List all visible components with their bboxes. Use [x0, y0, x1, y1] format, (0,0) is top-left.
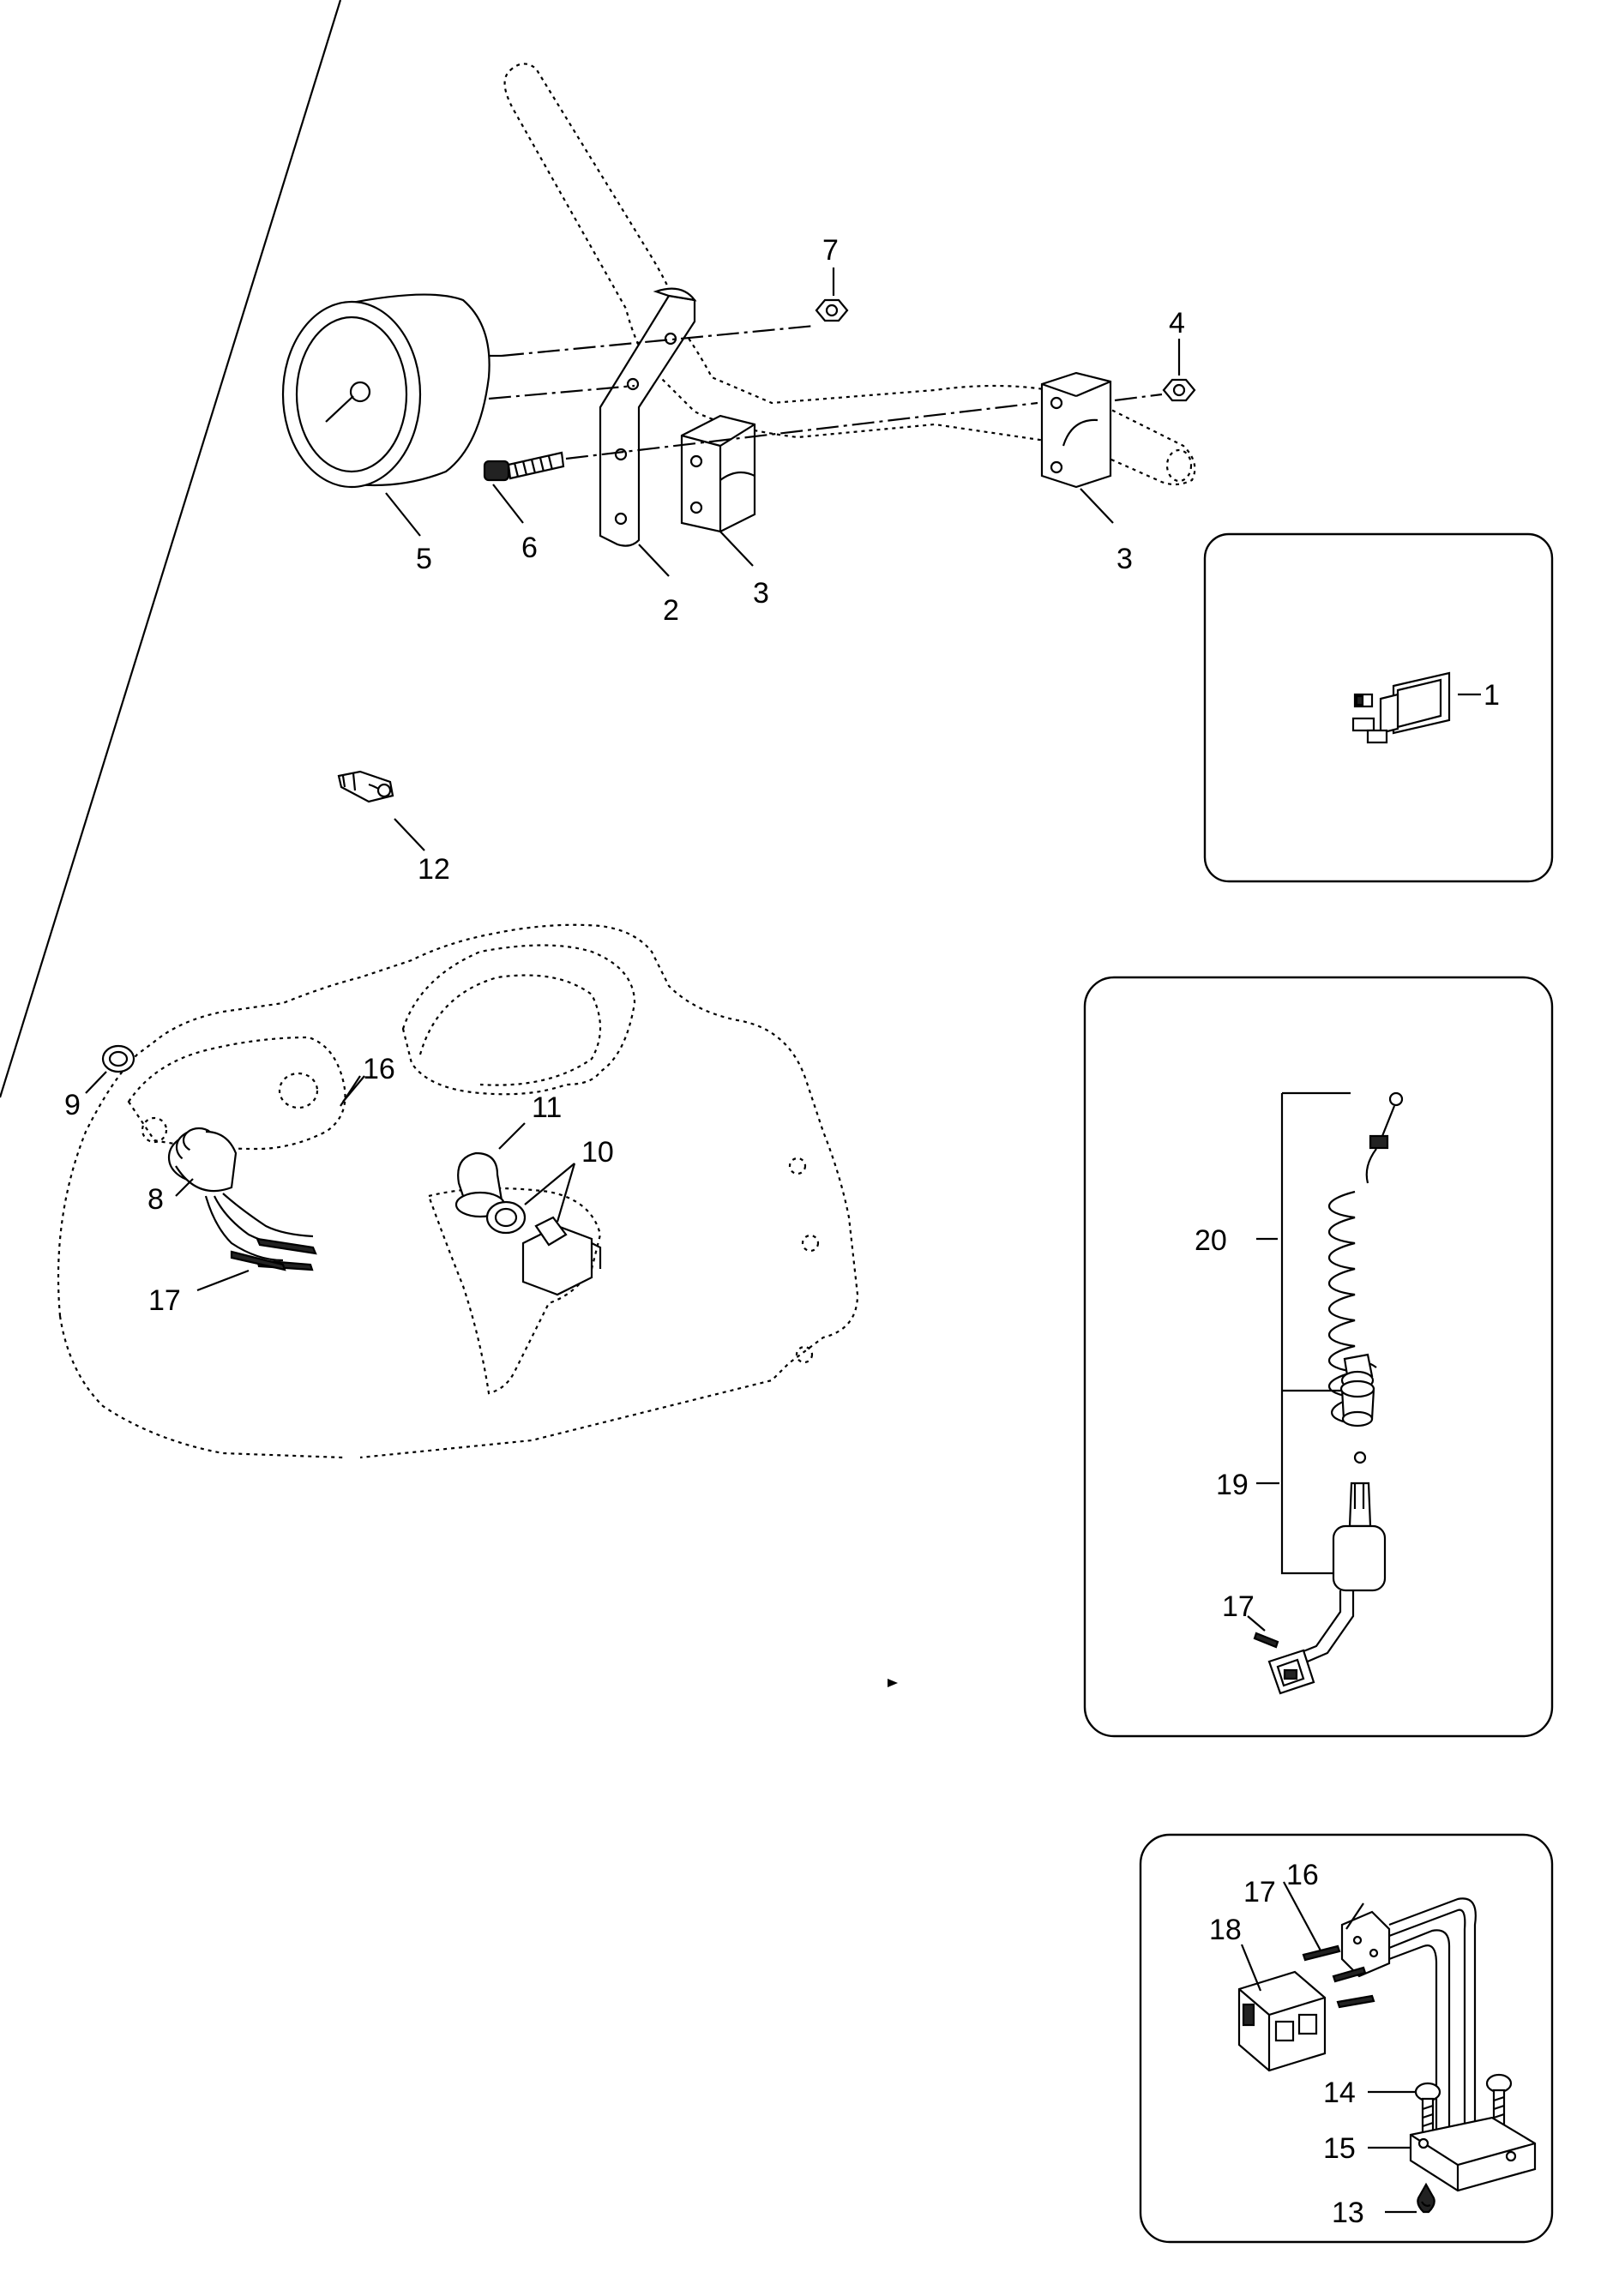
- callout-10: 10: [581, 1136, 614, 1169]
- callout-20: 20: [1195, 1224, 1227, 1257]
- lanyard-part-19: [1267, 1379, 1387, 1695]
- screw-part-6: [483, 451, 565, 482]
- handlebar-assembly: [281, 63, 1196, 547]
- callout-3a: 3: [753, 577, 769, 610]
- callout-17c: 17: [1243, 1876, 1276, 1908]
- nut-part-4: [1162, 378, 1196, 402]
- callout-16a: 16: [363, 1053, 395, 1085]
- inset-box-lanyard: [1083, 976, 1554, 1738]
- callout-1: 1: [1484, 679, 1500, 712]
- inset-box-part-1: [1203, 532, 1554, 883]
- callout-3b: 3: [1116, 543, 1133, 575]
- callout-15: 15: [1323, 2132, 1356, 2165]
- callout-9: 9: [64, 1089, 81, 1121]
- console-panel-phantom: [57, 923, 859, 1459]
- clamp-block-part-3a: [680, 414, 756, 533]
- callout-13: 13: [1332, 2197, 1364, 2229]
- callout-14: 14: [1323, 2077, 1356, 2109]
- ignition-switch-part-8: [167, 1127, 317, 1271]
- plug-part-16: [1340, 1910, 1391, 1978]
- bulb-part-12: [337, 770, 394, 803]
- callout-5: 5: [416, 543, 432, 575]
- nut-part-7: [815, 298, 849, 322]
- callout-4: 4: [1169, 307, 1185, 340]
- regulator-part-15: [1409, 2116, 1537, 2192]
- terminals-part-17: [1302, 1944, 1375, 2009]
- callout-19: 19: [1216, 1469, 1249, 1501]
- connector-part-18: [1237, 1970, 1327, 2072]
- handlebar-end: [1165, 448, 1193, 483]
- bracket-part-2: [599, 287, 697, 547]
- callout-6: 6: [521, 532, 538, 564]
- callout-18: 18: [1209, 1914, 1242, 1946]
- callout-8: 8: [147, 1183, 164, 1216]
- callout-17a: 17: [148, 1284, 181, 1317]
- switch-part-1: [1351, 671, 1451, 744]
- grommet-part-9: [101, 1044, 135, 1073]
- callout-2: 2: [663, 594, 679, 627]
- clamp-block-part-3b: [1040, 371, 1112, 489]
- toggle-switch-part-10: [485, 1200, 602, 1296]
- callout-17b: 17: [1222, 1590, 1255, 1623]
- gauge-part-5: [281, 293, 502, 489]
- callout-12: 12: [418, 853, 450, 886]
- small-arrow-icon: [888, 1679, 898, 1687]
- drop-part-13: [1417, 2182, 1435, 2214]
- wire-harness: [1388, 1897, 1477, 2161]
- callout-11: 11: [532, 1091, 562, 1124]
- callout-7: 7: [822, 234, 839, 267]
- callout-16b: 16: [1286, 1859, 1319, 1891]
